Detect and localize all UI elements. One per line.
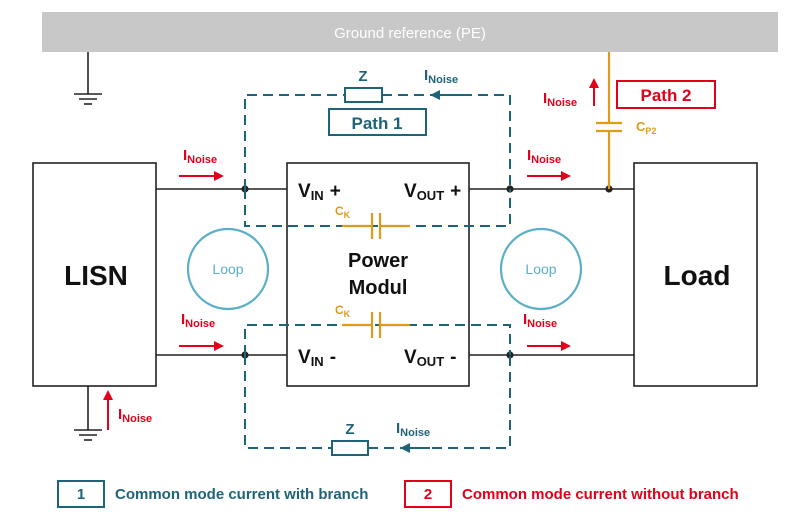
legend-item-1-text: Common mode current with branch <box>115 486 368 503</box>
impedance-top: Z <box>344 68 383 103</box>
capacitor-ck-top <box>342 213 410 239</box>
impedance-top-label: Z <box>358 68 367 85</box>
current-label-cp2: INoise <box>543 90 577 109</box>
terminal-vin-plus: VIN+ <box>298 181 341 203</box>
power-module-label-line2: Modul <box>349 277 408 299</box>
lisn-label: LISN <box>64 260 128 291</box>
loop-right-label: Loop <box>525 261 556 277</box>
impedance-bottom-label: Z <box>345 421 354 438</box>
terminal-vout-plus: VOUT+ <box>404 181 461 203</box>
load-block: Load <box>633 162 758 387</box>
ground-symbol-top <box>74 52 102 105</box>
path1-label: Path 1 <box>351 114 402 133</box>
path2-badge: Path 2 <box>616 80 716 109</box>
current-label-right-top: INoise <box>527 147 561 166</box>
power-module-label-line1: Power <box>348 250 408 272</box>
loop-right: Loop <box>499 227 583 311</box>
capacitor-cp2-label: CP2 <box>636 119 656 136</box>
legend-item-1-number: 1 <box>77 486 85 503</box>
capacitor-ck-bottom <box>342 312 410 338</box>
legend-item-2: 2 Common mode current without branch <box>404 480 739 508</box>
impedance-bottom: Z <box>331 421 369 456</box>
legend-item-2-number: 2 <box>424 486 432 503</box>
ground-reference-label: Ground reference (PE) <box>334 25 486 42</box>
capacitor-cp2 <box>596 52 622 189</box>
loop-left-label: Loop <box>212 261 243 277</box>
ground-symbol-bottom <box>74 386 102 441</box>
loop-left: Loop <box>186 227 270 311</box>
power-module-block: Power Modul <box>286 162 470 387</box>
load-label: Load <box>664 260 731 291</box>
terminal-vout-minus: VOUT- <box>404 347 456 369</box>
current-label-top-teal: INoise <box>424 67 458 86</box>
capacitor-ck-top-label: CK <box>335 204 351 220</box>
terminal-vin-minus: VIN- <box>298 347 336 369</box>
path1-badge: Path 1 <box>328 108 427 136</box>
current-label-left-bottom: INoise <box>181 311 215 330</box>
legend-item-1: 1 Common mode current with branch <box>57 480 368 508</box>
path2-label: Path 2 <box>640 86 691 105</box>
ground-reference-bar: Ground reference (PE) <box>42 12 778 52</box>
current-label-ground-lisn: INoise <box>118 406 152 425</box>
lisn-block: LISN <box>32 162 157 387</box>
legend: 1 Common mode current with branch 2 Comm… <box>57 480 739 508</box>
path-bottom-dashed-loop <box>244 324 511 449</box>
legend-item-2-text: Common mode current without branch <box>462 486 739 503</box>
path1-dashed-loop <box>244 94 511 227</box>
current-label-bottom-teal: INoise <box>396 420 430 439</box>
capacitor-ck-bottom-label: CK <box>335 303 351 319</box>
current-label-right-bottom: INoise <box>523 311 557 330</box>
current-label-left-top: INoise <box>183 147 217 166</box>
